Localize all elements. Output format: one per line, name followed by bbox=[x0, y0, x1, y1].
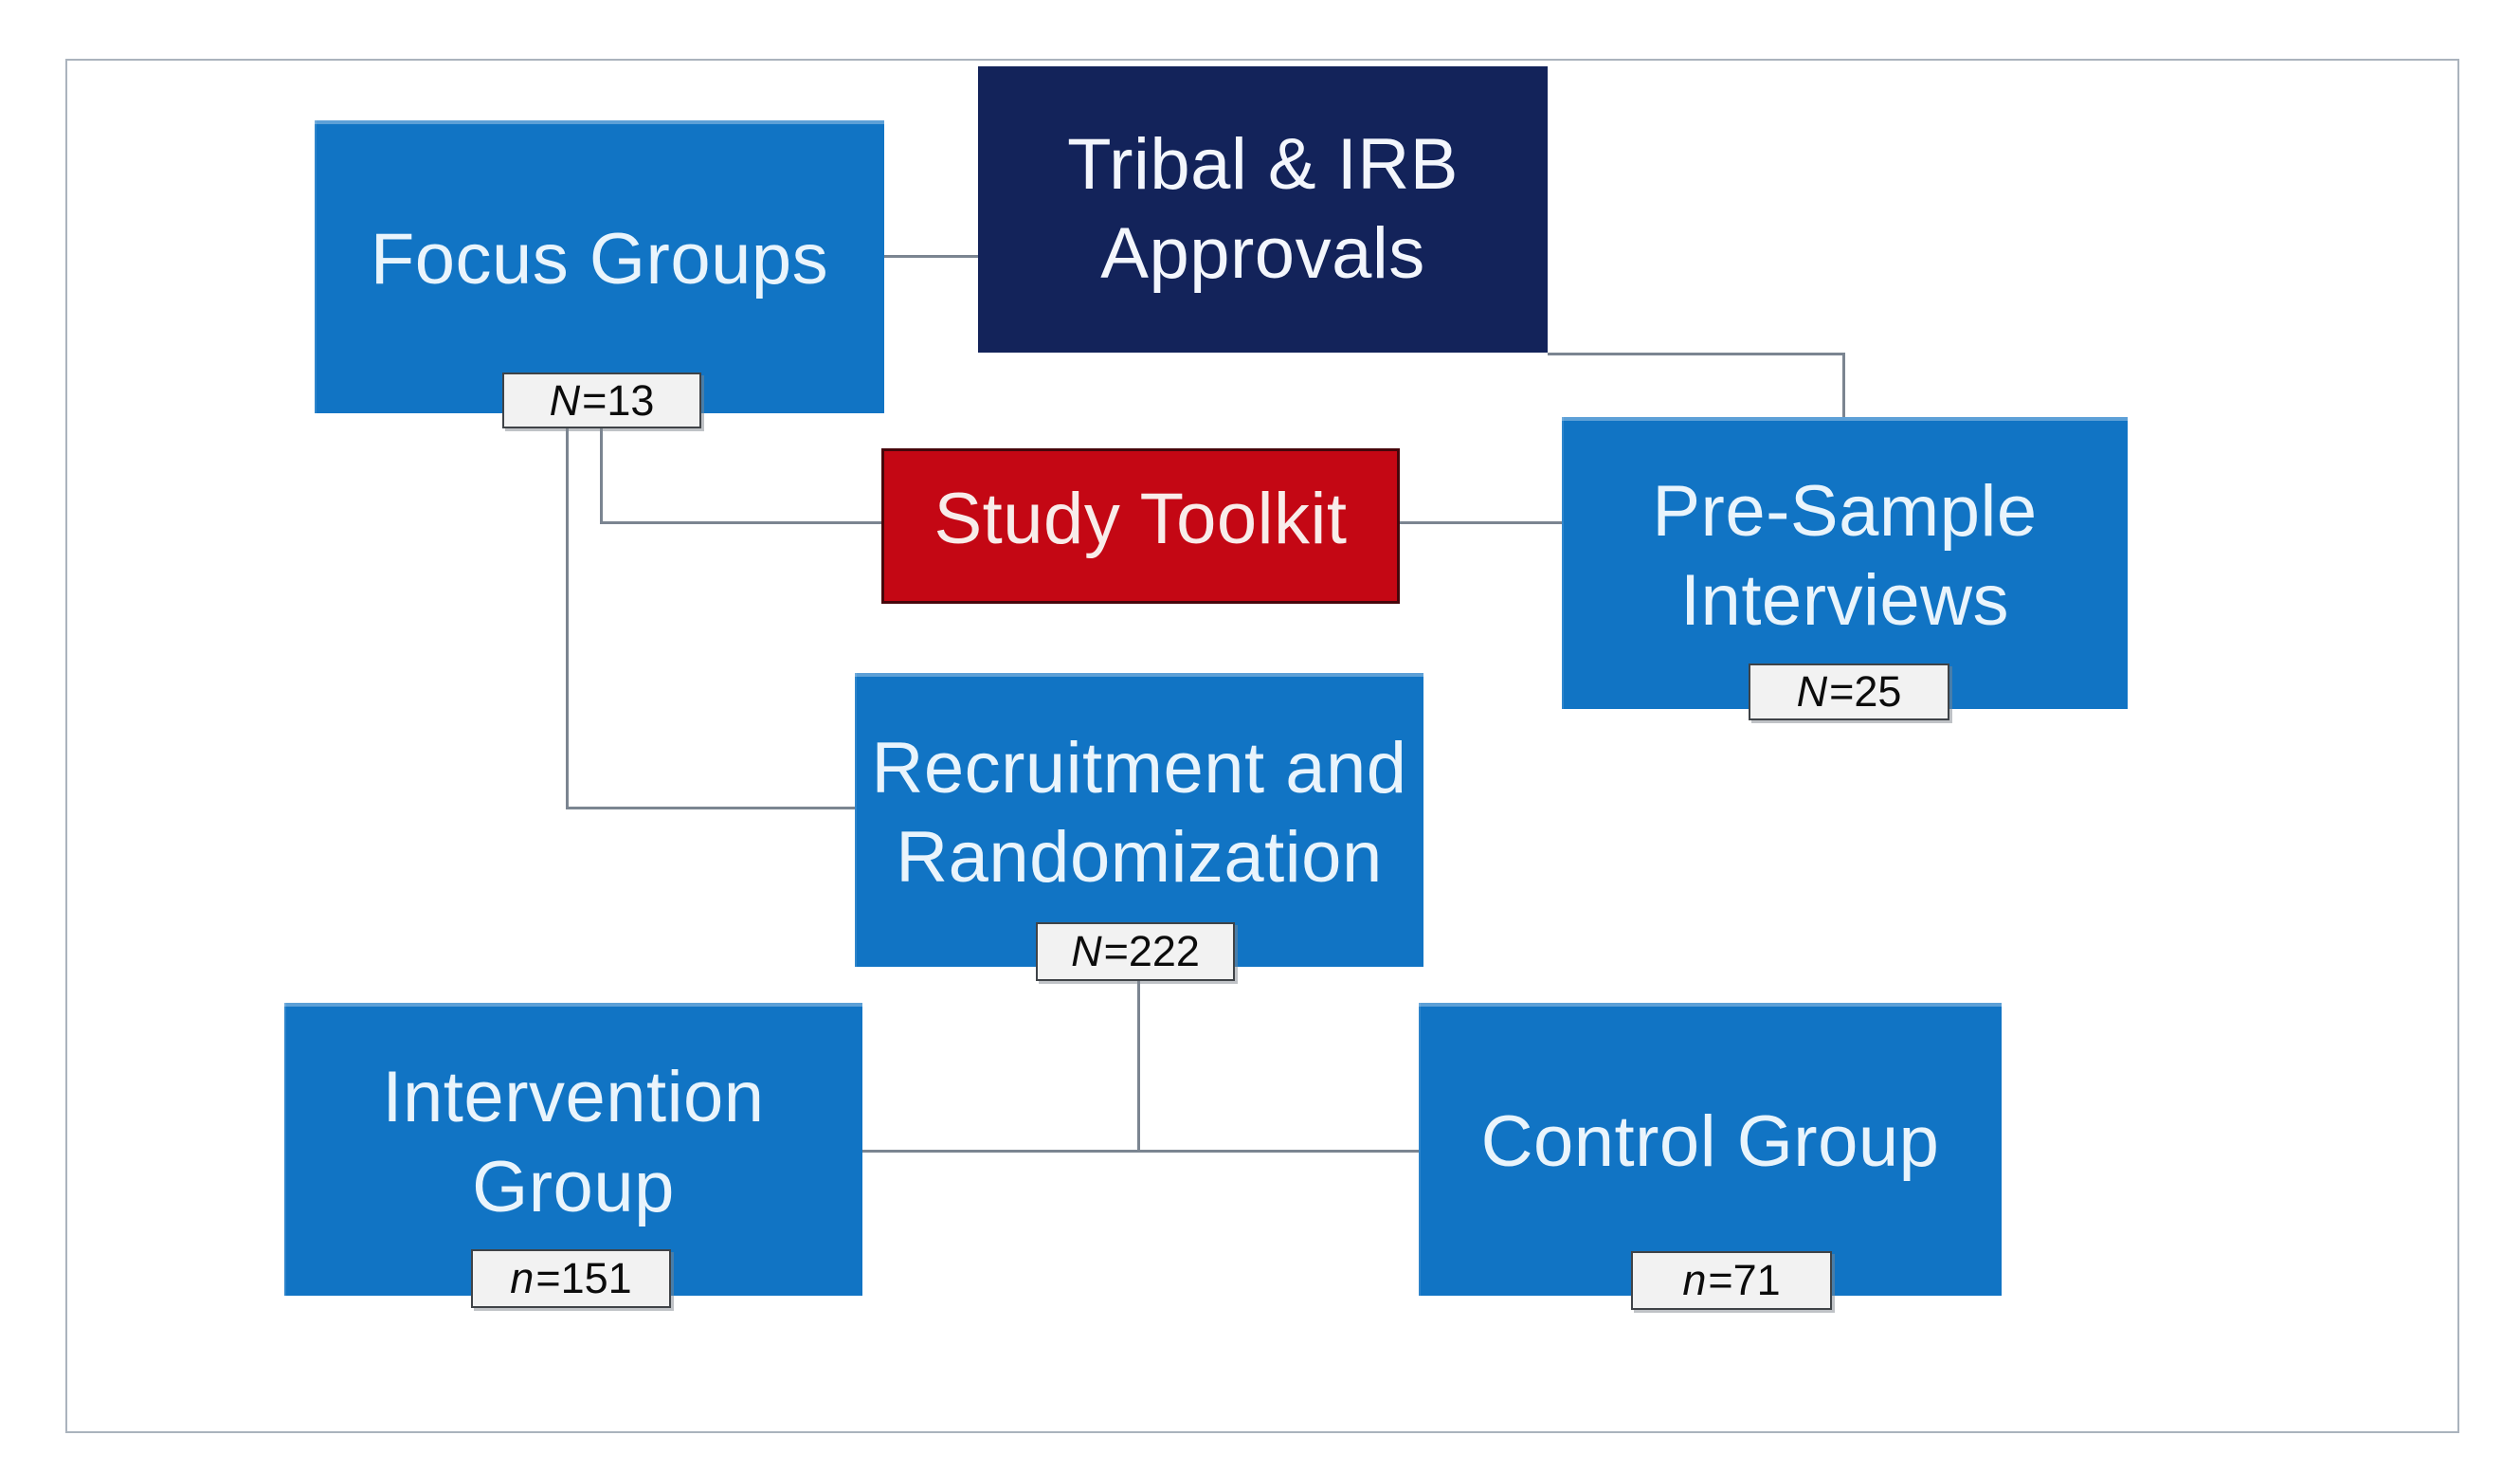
connector-recruitment-down-vertical bbox=[1137, 981, 1140, 1153]
recruitment-count-badge: N=222 bbox=[1036, 922, 1235, 981]
connector-focus-to-toolkit-horizontal bbox=[600, 521, 884, 524]
badge-value: =25 bbox=[1829, 667, 1902, 716]
badge-variable: n bbox=[1682, 1256, 1707, 1304]
recruitment-randomization-box: Recruitment and Randomization bbox=[855, 673, 1423, 967]
recruitment-line2: Randomization bbox=[896, 817, 1383, 898]
badge-value: =151 bbox=[535, 1254, 632, 1302]
connector-focus-to-recruitment-horizontal bbox=[566, 807, 858, 809]
pre-sample-line1: Pre-Sample bbox=[1652, 470, 2038, 552]
intervention-line2: Group bbox=[472, 1146, 675, 1227]
connector-focus-to-tribal bbox=[884, 255, 978, 258]
connector-intervention-control-horizontal bbox=[862, 1150, 1422, 1153]
badge-variable: n bbox=[510, 1254, 535, 1302]
badge-value: =13 bbox=[582, 375, 655, 425]
tribal-irb-approvals-box: Tribal & IRB Approvals bbox=[978, 66, 1548, 353]
diagram-frame-border bbox=[65, 59, 2459, 1433]
connector-focus-to-recruitment-vertical bbox=[566, 428, 569, 809]
tribal-irb-line2: Approvals bbox=[1100, 213, 1425, 294]
connector-tribal-to-presample-vertical bbox=[1842, 353, 1845, 417]
study-toolkit-box: Study Toolkit bbox=[881, 448, 1400, 604]
tribal-irb-line1: Tribal & IRB bbox=[1067, 123, 1459, 205]
badge-variable: N bbox=[549, 375, 581, 425]
badge-value: =222 bbox=[1103, 927, 1200, 975]
pre-sample-line2: Interviews bbox=[1679, 560, 2010, 641]
intervention-group-box: Intervention Group bbox=[284, 1003, 862, 1296]
badge-variable: N bbox=[1071, 927, 1102, 975]
connector-tribal-to-presample-horizontal bbox=[1548, 353, 1845, 355]
control-group-box: Control Group bbox=[1419, 1003, 2002, 1296]
pre-sample-count-badge: N=25 bbox=[1749, 663, 1949, 720]
control-group-label: Control Group bbox=[1480, 1101, 1940, 1183]
focus-groups-count-badge: N=13 bbox=[502, 373, 701, 428]
connector-toolkit-to-presample bbox=[1400, 521, 1562, 524]
intervention-count-badge: n=151 bbox=[471, 1249, 671, 1308]
focus-groups-box: Focus Groups bbox=[315, 120, 884, 413]
badge-value: =71 bbox=[1708, 1256, 1781, 1304]
study-toolkit-label: Study Toolkit bbox=[934, 478, 1348, 559]
control-count-badge: n=71 bbox=[1631, 1251, 1832, 1310]
badge-variable: N bbox=[1796, 667, 1828, 716]
connector-focus-to-toolkit-vertical bbox=[600, 428, 603, 524]
pre-sample-interviews-box: Pre-Sample Interviews bbox=[1562, 417, 2128, 709]
focus-groups-label: Focus Groups bbox=[370, 219, 829, 300]
recruitment-line1: Recruitment and bbox=[871, 727, 1407, 809]
intervention-line1: Intervention bbox=[382, 1057, 765, 1138]
